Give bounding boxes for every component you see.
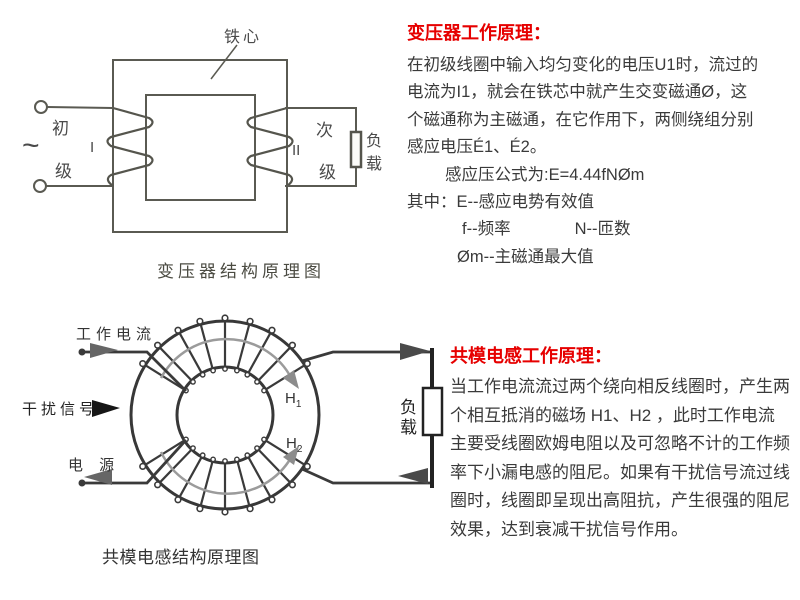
- text-line: 在初级线圈中输入均匀变化的电压U1时，流过的: [407, 56, 759, 74]
- inductor-text-block: 共模电感工作原理： 当工作电流流过两个绕向相反线圈时，产生两 个相互抵消的磁场 …: [450, 344, 798, 545]
- variables-line: f--频率 N--匝数: [407, 216, 799, 243]
- load-label-top: 负: [400, 398, 417, 417]
- secondary-label-bottom: 级: [319, 163, 336, 182]
- load-resistor: [349, 130, 363, 169]
- primary-label-top: 初: [52, 119, 69, 138]
- text-line: 主要受线圈欧姆电阻以及可忽略不计的工作频: [450, 434, 790, 454]
- load-label-bottom: 载: [400, 418, 417, 437]
- text-line: 电流为I1，就会在铁芯中就产生交变磁通Ø，这: [407, 83, 748, 102]
- inductor-caption: 共模电感结构原理图: [102, 548, 260, 567]
- secondary-lead-bottom: [285, 167, 357, 187]
- ac-symbol: ~: [22, 129, 40, 162]
- primary-coil: [106, 106, 154, 187]
- winding-1-label: I: [90, 139, 94, 156]
- text-line: 率下小漏电感的阻尼。如果有干扰信号流过线: [450, 462, 790, 482]
- interference-label: 干扰信号: [22, 401, 98, 418]
- winding-2-label: II: [292, 142, 300, 159]
- text-line: 个相互抵消的磁场 H1、H2 ，此时工作电流: [450, 405, 775, 425]
- h2-arrowhead: [283, 446, 299, 465]
- work-current-arrow: [90, 343, 118, 358]
- primary-terminal-bottom: [33, 179, 47, 193]
- secondary-lead-top: [285, 107, 357, 132]
- h1-label: H1: [285, 390, 302, 410]
- formula-line: 感应压公式为:E=4.44fNØm: [445, 165, 645, 184]
- inductor-paragraph: 当工作电流流过两个绕向相反线圈时，产生两 个相互抵消的磁场 H1、H2 ，此时工…: [450, 373, 798, 545]
- load-lead-bottom: [301, 467, 432, 485]
- load-label-bottom: 载: [366, 155, 382, 173]
- load-label-top: 负: [366, 132, 382, 150]
- inductor-heading: 共模电感工作原理：: [450, 346, 612, 366]
- inductor-diagram: 工作电流 干扰信号 电 源 H1 H2 负 载: [22, 314, 444, 516]
- text-line: 个磁通称为主磁通，在它作用下，两侧绕组分别: [407, 110, 754, 129]
- primary-lead-top: [46, 106, 114, 109]
- secondary-label-top: 次: [316, 121, 333, 140]
- core-inner-rect: [145, 94, 256, 201]
- where-line: 其中：E--感应电势有效值: [407, 193, 594, 212]
- h2-label: H2: [286, 435, 303, 455]
- primary-label-bottom: 级: [55, 162, 72, 181]
- toroid-winding-turns: [139, 314, 311, 516]
- text-line: 圈时，线圈即呈现出高阻抗，产生很强的阻尼: [450, 491, 790, 511]
- core-label: 铁心: [224, 28, 262, 46]
- core-outer-rect: [112, 59, 288, 233]
- h1-field-arc: [159, 337, 291, 379]
- freq-item: f--频率: [462, 220, 511, 239]
- flux-line: Øm--主磁通最大值: [457, 247, 594, 266]
- text-line: 效果，达到衰减干扰信号作用。: [450, 519, 688, 539]
- lead-end-dot: [78, 348, 86, 356]
- work-current-label: 工作电流: [76, 326, 156, 343]
- core-leader-line: [210, 44, 238, 80]
- lead-end-dot: [78, 479, 86, 487]
- transformer-heading: 变压器工作原理：: [407, 23, 551, 43]
- text-line: 当工作电流流过两个绕向相反线圈时，产生两: [450, 377, 790, 396]
- load-resistor: [421, 386, 444, 437]
- load-lead-top: [301, 350, 432, 363]
- transformer-paragraph: 在初级线圈中输入均匀变化的电压U1时，流过的 电流为I1，就会在铁芯中就产生交变…: [407, 52, 799, 271]
- h2-field-arc: [159, 451, 291, 495]
- load-return-arrow: [398, 468, 428, 484]
- power-arrow: [84, 469, 112, 485]
- transformer-caption: 变压器结构原理图: [157, 262, 325, 281]
- text-line: 感应电压É1、É2。: [407, 138, 547, 157]
- secondary-coil: [246, 106, 294, 187]
- turns-item: N--匝数: [574, 220, 631, 239]
- load-in-arrow: [400, 343, 430, 360]
- transformer-diagram: 铁心 初 级 ~ I II 次 级 负 载: [22, 28, 382, 233]
- power-label: 电 源: [68, 457, 120, 474]
- h1-arrowhead: [283, 370, 299, 389]
- primary-terminal-top: [34, 100, 48, 114]
- transformer-text-block: 变压器工作原理： 在初级线圈中输入均匀变化的电压U1时，流过的 电流为I1，就会…: [407, 21, 799, 271]
- power-lead: [82, 439, 188, 485]
- interference-arrow: [92, 400, 120, 417]
